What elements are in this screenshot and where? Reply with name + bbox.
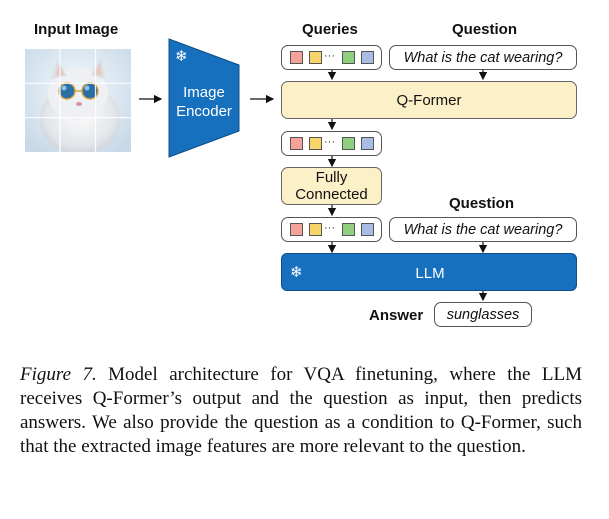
caption-text: Model architecture for VQA finetuning, w… <box>20 364 582 457</box>
question-box-low: What is the cat wearing? <box>389 217 577 242</box>
question-label-mid: Question <box>449 195 515 212</box>
question-label-top: Question <box>452 21 518 38</box>
query-token <box>342 223 355 236</box>
qformer-block: Q-Former <box>281 81 577 119</box>
token-ellipsis: ··· <box>324 136 335 148</box>
query-token <box>361 137 374 150</box>
query-token <box>361 223 374 236</box>
image-encoder-block: ❄ Image Encoder <box>168 38 240 158</box>
query-token <box>309 137 322 150</box>
query-token <box>290 137 303 150</box>
query-token <box>342 137 355 150</box>
fully-connected-block: Fully Connected <box>281 167 382 205</box>
figure: Input Image <box>25 21 577 327</box>
snowflake-icon: ❄ <box>290 264 303 281</box>
image-encoder-label: Image Encoder <box>176 84 232 120</box>
llm-block: ❄ LLM <box>281 253 577 291</box>
figure-caption: Figure 7. Model architecture for VQA fin… <box>20 363 582 459</box>
llm-label: LLM <box>415 264 445 282</box>
answer-box: sunglasses <box>434 302 532 327</box>
snowflake-icon: ❄ <box>175 48 188 65</box>
queries-label: Queries <box>302 21 358 38</box>
input-cat-image <box>25 49 131 152</box>
query-token <box>309 223 322 236</box>
query-token <box>309 51 322 64</box>
token-ellipsis: ··· <box>324 50 335 62</box>
fully-connected-label: Fully Connected <box>295 169 368 203</box>
query-tokens-low: ··· <box>281 217 382 242</box>
arrow-connectors <box>139 69 488 302</box>
query-token <box>290 223 303 236</box>
query-tokens-top: ··· <box>281 45 382 70</box>
query-token <box>290 51 303 64</box>
input-image-label: Input Image <box>34 21 119 38</box>
question-box-top: What is the cat wearing? <box>389 45 577 70</box>
query-token <box>342 51 355 64</box>
query-token <box>361 51 374 64</box>
token-ellipsis: ··· <box>324 222 335 234</box>
query-tokens-mid: ··· <box>281 131 382 156</box>
caption-label: Figure 7. <box>20 364 97 385</box>
answer-label: Answer <box>369 307 424 324</box>
